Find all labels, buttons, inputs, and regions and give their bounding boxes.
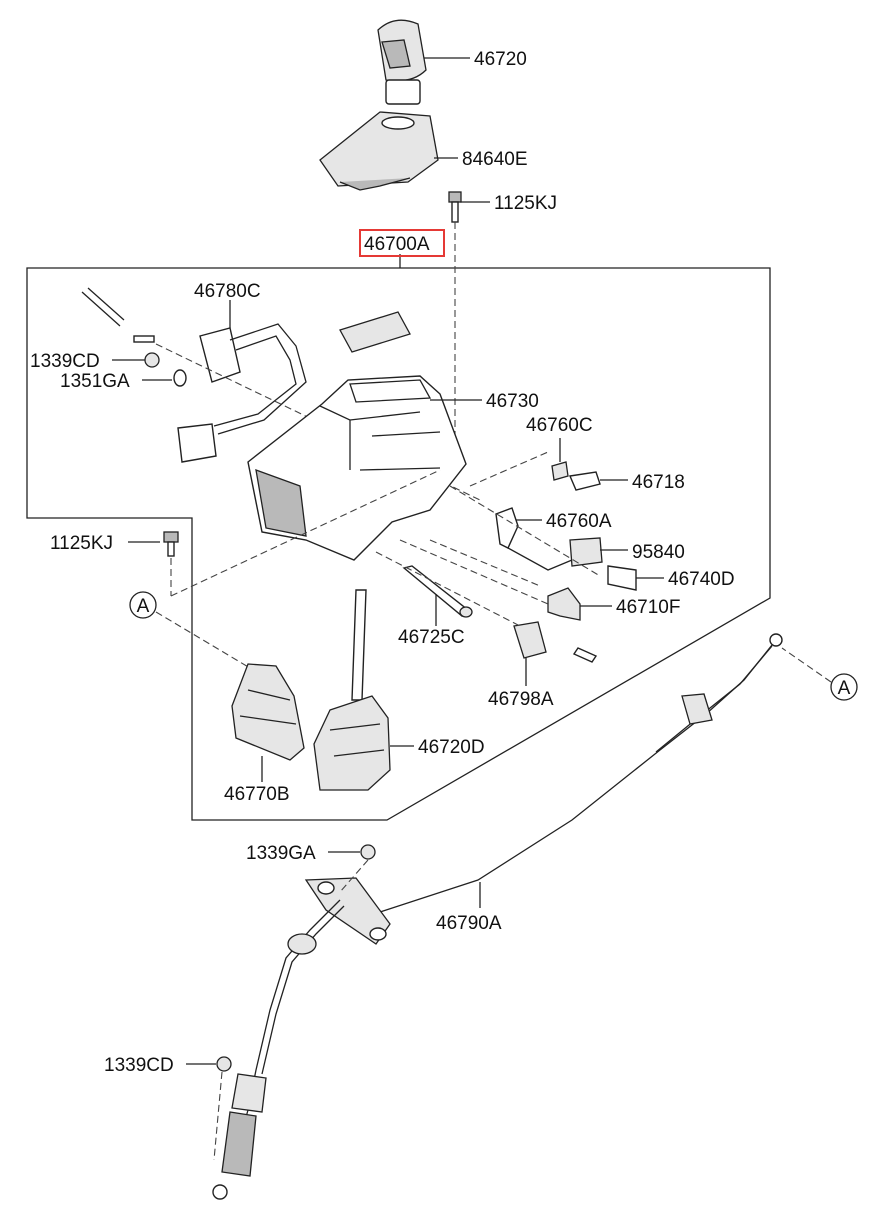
label-1339CD-top: 1339CD [30, 351, 100, 372]
lever-46720D [313, 589, 391, 791]
dash-b [399, 539, 549, 605]
pin-46725C [402, 565, 473, 618]
dash-ref-a-left [155, 611, 251, 669]
dash-c [429, 539, 541, 587]
sensor-95840 [507, 537, 603, 571]
label-1125KJ-top: 1125KJ [494, 193, 557, 214]
label-1351GA: 1351GA [60, 371, 130, 392]
bracket-46798A [513, 621, 547, 659]
clip-46760A [495, 507, 519, 549]
screw-46798A [572, 647, 598, 663]
dash-d [449, 485, 601, 577]
label-1339CD-bottom: 1339CD [104, 1055, 174, 1076]
bolt-top [448, 191, 462, 223]
label-46730: 46730 [486, 391, 539, 412]
label-1339GA: 1339GA [246, 843, 316, 864]
gear-knob [377, 19, 427, 105]
label-46720: 46720 [474, 49, 527, 70]
part-46710F [547, 587, 581, 621]
dash-a [375, 551, 521, 627]
label-46780C: 46780C [194, 281, 261, 302]
label-95840: 95840 [632, 542, 685, 563]
label-46790A: 46790A [436, 913, 502, 934]
shift-cable [212, 633, 783, 1200]
screw-small [133, 335, 155, 343]
shift-boot-cover [319, 111, 439, 191]
label-46760A: 46760A [546, 511, 612, 532]
assembly-boundary [26, 267, 771, 821]
bolt-left [163, 531, 179, 557]
label-46770B: 46770B [224, 784, 290, 805]
nut-1339CD [144, 352, 160, 368]
clip-46760C [551, 461, 569, 481]
label-46740D: 46740D [668, 569, 735, 590]
label-1125KJ-left: 1125KJ [50, 533, 113, 554]
wiring-harness [81, 287, 307, 463]
dash-bolt-left-2 [170, 469, 441, 597]
label-46720D: 46720D [418, 737, 485, 758]
part-46740D [607, 565, 637, 591]
label-46710F: 46710F [616, 597, 680, 618]
label-84640E: 84640E [462, 149, 528, 170]
ref-marker-a-left-label: A [137, 596, 150, 617]
part-46718 [569, 471, 601, 491]
dash-46760C [469, 451, 549, 487]
label-46718: 46718 [632, 472, 685, 493]
ref-marker-a-right [830, 673, 858, 701]
ref-marker-a-right-label: A [838, 678, 851, 699]
dash-ref-a-right [781, 647, 832, 683]
washer-1351GA [173, 369, 187, 387]
label-46725C: 46725C [398, 627, 465, 648]
ref-marker-a-left [129, 591, 157, 619]
bracket-46770B [231, 663, 305, 761]
dash-1339GA [339, 859, 369, 893]
dash-1339CD-bottom [213, 1071, 223, 1161]
highlight-box [359, 229, 445, 257]
shift-lever-housing [247, 311, 467, 561]
nut-1339CD-bottom [216, 1056, 232, 1072]
label-46798A: 46798A [488, 689, 554, 710]
label-46700A: 46700A [364, 234, 430, 255]
nut-1339GA [360, 844, 376, 860]
label-46760C: 46760C [526, 415, 593, 436]
